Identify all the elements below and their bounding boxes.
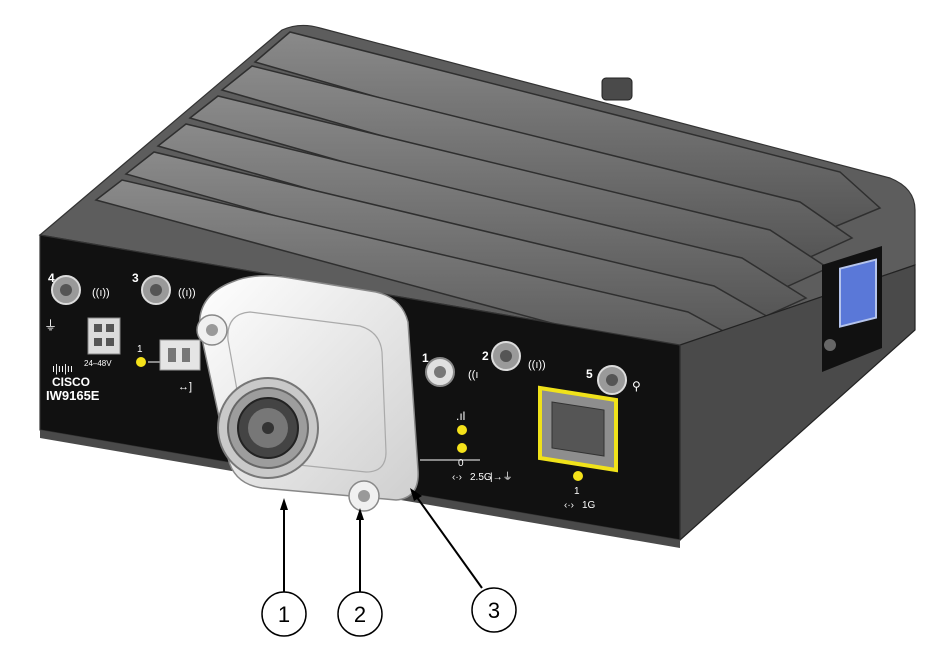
model-label: IW9165E bbox=[46, 388, 100, 403]
antenna-connector-1 bbox=[425, 357, 455, 387]
led-0-label: 0 bbox=[458, 458, 464, 469]
mounting-screw bbox=[348, 480, 380, 512]
speed-1g-label: 1G bbox=[582, 500, 596, 511]
antenna-icon: ((ı)) bbox=[92, 287, 110, 299]
antenna-icon: ((ı)) bbox=[178, 287, 196, 299]
console-port bbox=[159, 339, 201, 371]
ground-icon: ⏚ bbox=[44, 318, 57, 333]
callout-arrow-1 bbox=[280, 498, 288, 510]
ethernet-led bbox=[573, 471, 583, 481]
antenna-icon: ((ı)) bbox=[528, 359, 546, 371]
callout-leader-3 bbox=[415, 495, 483, 589]
callout-arrow-3 bbox=[410, 488, 422, 501]
link-icon: ‹·› bbox=[452, 472, 462, 483]
side-ethernet-port bbox=[839, 258, 877, 328]
link-icon: ‹·› bbox=[564, 500, 574, 511]
antenna-icon: ((ı bbox=[468, 369, 478, 381]
antenna-3-label: 3 bbox=[132, 271, 139, 285]
status-led-1 bbox=[136, 357, 146, 367]
status-led bbox=[457, 443, 467, 453]
plate-inner-rim bbox=[227, 311, 387, 473]
antenna-5-label: 5 bbox=[586, 367, 593, 381]
side-button-icon bbox=[824, 339, 836, 351]
callout-2: 2 bbox=[337, 591, 383, 637]
antenna-1-label: 1 bbox=[422, 351, 429, 365]
antenna-connector-3 bbox=[141, 275, 171, 305]
antenna-connector-2 bbox=[491, 341, 521, 371]
status-led bbox=[457, 425, 467, 435]
callout-1: 1 bbox=[261, 591, 307, 637]
ethernet-port-socket bbox=[551, 401, 605, 457]
signal-icon: .ıl bbox=[456, 409, 465, 423]
ethernet-port-label: 1 bbox=[574, 486, 580, 497]
speed-2-5g-label: 2.5G bbox=[470, 472, 492, 483]
antenna-2-label: 2 bbox=[482, 349, 489, 363]
callout-number: 1 bbox=[278, 602, 290, 627]
antenna-4-label: 4 bbox=[48, 271, 55, 285]
heat-sink-fins bbox=[94, 31, 882, 369]
rear-antenna-stub bbox=[601, 77, 633, 101]
gps-pin-icon: ⚲ bbox=[632, 379, 641, 393]
m12-connector bbox=[217, 377, 319, 479]
poe-icon: |→⏚ bbox=[490, 471, 513, 483]
cisco-brand: CISCO bbox=[52, 375, 90, 389]
power-voltage-label: 24–48V bbox=[84, 359, 112, 368]
led-1-label: 1 bbox=[137, 344, 143, 355]
antenna-connector-5 bbox=[597, 365, 627, 395]
cisco-logo-bars: ı|ıı|ıı bbox=[52, 363, 73, 375]
callout-number: 3 bbox=[488, 598, 500, 623]
mounting-screw bbox=[196, 314, 228, 346]
console-icon: ↔] bbox=[178, 381, 192, 393]
antenna-connector-4 bbox=[51, 275, 81, 305]
power-connector bbox=[87, 317, 121, 355]
callout-number: 2 bbox=[354, 602, 366, 627]
callout-arrow-2 bbox=[356, 508, 364, 520]
callout-3: 3 bbox=[471, 587, 517, 633]
